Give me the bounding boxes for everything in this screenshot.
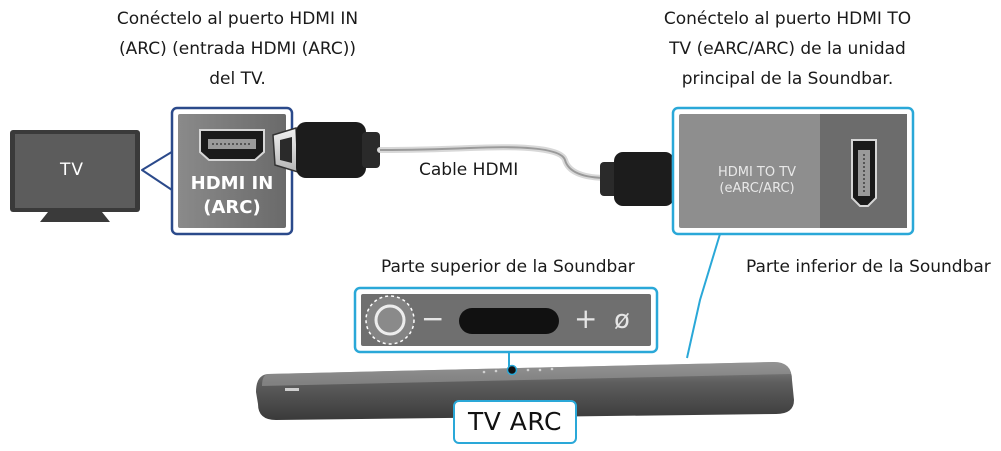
- tv-hdmi-panel: [170, 106, 294, 236]
- tv-port-caption: Conéctelo al puerto HDMI IN (ARC) (entra…: [116, 9, 359, 89]
- tv: [10, 130, 140, 222]
- tv-arc-badge: TV ARC: [453, 400, 577, 444]
- bottom-callout-line: [686, 233, 721, 359]
- soundbar-control-panel: [353, 286, 659, 354]
- soundbar-port-caption: Conéctelo al puerto HDMI TO TV (eARC/ARC…: [663, 9, 912, 89]
- soundbar-top-label: Parte superior de la Soundbar: [381, 257, 635, 277]
- hdmi-plug-left-icon: [272, 122, 380, 178]
- volume-down-icon: −: [421, 302, 445, 335]
- display-window: [459, 308, 559, 334]
- hdmi-to-tv-label: HDMI TO TV (eARC/ARC): [717, 165, 797, 196]
- tv-label: TV: [60, 160, 85, 180]
- soundbar-bottom-label: Parte inferior de la Soundbar: [746, 257, 991, 277]
- hdmi-in-label: HDMI IN (ARC): [190, 173, 274, 218]
- mic-off-icon: ø: [614, 305, 630, 335]
- power-button-icon: [374, 304, 406, 336]
- volume-up-icon: +: [574, 302, 598, 335]
- soundbar: [256, 361, 794, 420]
- soundbar-port-panel: [671, 106, 915, 236]
- tv-callout-pointer: [141, 149, 176, 193]
- cable-label: Cable HDMI: [419, 160, 519, 180]
